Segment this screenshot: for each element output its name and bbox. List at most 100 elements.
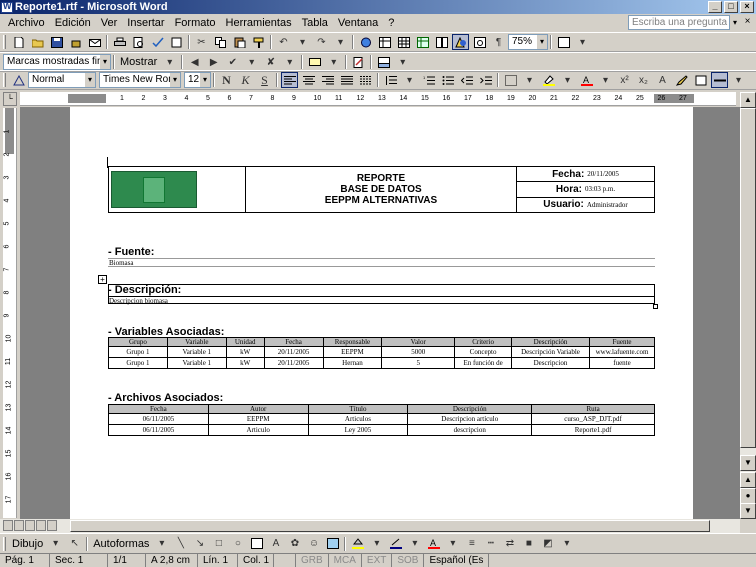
status-record-macro[interactable]: GRB <box>296 554 329 567</box>
distributed-icon[interactable] <box>357 72 374 88</box>
draw-menu-button[interactable]: Dibujo <box>12 537 44 550</box>
cut-icon[interactable]: ✂ <box>197 36 206 48</box>
redo-dropdown-icon[interactable]: ▾ <box>337 36 344 48</box>
formatting-options-icon[interactable]: ▾ <box>735 74 742 86</box>
toolbar-options-icon[interactable]: ▾ <box>579 36 586 48</box>
menu-ver[interactable]: Ver <box>100 17 118 29</box>
accept-change-icon[interactable]: ✔ <box>228 56 237 68</box>
oval-icon[interactable]: ○ <box>234 538 241 549</box>
accept-dropdown-icon[interactable]: ▾ <box>249 56 255 68</box>
italic-button[interactable]: K <box>241 72 250 87</box>
print-view-icon[interactable] <box>25 520 35 531</box>
status-extend[interactable]: EXT <box>362 554 393 567</box>
superscript-icon[interactable]: x² <box>620 74 629 86</box>
copy-icon[interactable] <box>212 34 229 50</box>
menu-ventana[interactable]: Ventana <box>337 17 379 29</box>
style-select[interactable]: Normal <box>28 72 96 88</box>
document-area[interactable]: REPORTE BASE DE DATOS EEPPM ALTERNATIVAS… <box>20 107 740 519</box>
3d-icon[interactable]: ◩ <box>543 538 553 549</box>
close-button[interactable]: × <box>740 1 754 13</box>
menu-edicion[interactable]: Edición <box>54 17 91 29</box>
font-color-icon[interactable]: A <box>578 72 595 88</box>
markup-display-select[interactable]: Marcas mostradas finales <box>3 54 111 70</box>
align-left-icon[interactable] <box>281 72 298 88</box>
rectangle-icon[interactable]: □ <box>215 538 222 549</box>
horizontal-scrollbar[interactable] <box>0 519 740 533</box>
language-icon[interactable] <box>692 72 709 88</box>
save-icon[interactable] <box>48 34 65 50</box>
menu-help[interactable]: ? <box>388 17 395 29</box>
menu-formato[interactable]: Formato <box>174 17 216 29</box>
print-preview-icon[interactable] <box>130 34 147 50</box>
line-spacing-dropdown-icon[interactable]: ▾ <box>406 74 413 86</box>
toolbar-grip[interactable] <box>3 73 6 87</box>
new-document-icon[interactable] <box>10 34 27 50</box>
decrease-indent-icon[interactable] <box>458 72 475 88</box>
maximize-button[interactable]: □ <box>724 1 738 13</box>
insert-table-icon[interactable] <box>395 34 412 50</box>
scroll-thumb[interactable] <box>740 108 756 448</box>
menu-herramientas[interactable]: Herramientas <box>225 17 292 29</box>
diagram-icon[interactable]: ✿ <box>290 538 300 549</box>
status-track-changes[interactable]: MCA <box>329 554 362 567</box>
help-icon[interactable] <box>555 34 572 50</box>
line-icon[interactable]: ╲ <box>177 538 184 549</box>
insert-comment-icon[interactable] <box>306 54 323 70</box>
minimize-button[interactable]: _ <box>708 1 722 13</box>
redo-icon[interactable]: ↷ <box>317 36 326 48</box>
toolbar-grip[interactable] <box>3 35 6 49</box>
text-box-icon[interactable] <box>248 536 265 552</box>
subscript-icon[interactable]: x₂ <box>639 74 648 86</box>
web-view-icon[interactable] <box>14 520 24 531</box>
font-smaller-icon[interactable]: A <box>659 74 666 86</box>
document-map-icon[interactable] <box>471 34 488 50</box>
horizontal-line-icon[interactable] <box>711 72 728 88</box>
status-language[interactable]: Español (Es <box>424 554 490 567</box>
table-move-handle-icon[interactable]: + <box>98 275 107 284</box>
scroll-down-icon[interactable]: ▼ <box>740 455 756 471</box>
table-resize-handle[interactable] <box>653 304 658 309</box>
ask-question-input[interactable]: Escriba una pregunta <box>628 15 730 30</box>
email-icon[interactable] <box>86 34 103 50</box>
highlight-dropdown-icon[interactable]: ▾ <box>564 74 571 86</box>
clipart-icon[interactable]: ☺ <box>308 538 320 549</box>
select-objects-icon[interactable]: ↖ <box>70 538 79 549</box>
highlight-icon[interactable] <box>540 72 557 88</box>
line-style-icon[interactable]: ≡ <box>469 538 475 549</box>
menu-insertar[interactable]: Insertar <box>127 17 165 29</box>
reject-dropdown-icon[interactable]: ▾ <box>287 56 293 68</box>
word-app-icon[interactable] <box>1 1 13 13</box>
paste-icon[interactable] <box>231 34 248 50</box>
numbering-icon[interactable]: 1 <box>420 72 437 88</box>
show-menu-button[interactable]: Mostrar <box>120 56 158 68</box>
font-size-select[interactable]: 12 <box>184 72 211 88</box>
menu-archivo[interactable]: Archivo <box>8 17 45 29</box>
previous-change-icon[interactable]: ◀ <box>190 56 199 68</box>
border-icon[interactable] <box>502 72 519 88</box>
font-select[interactable]: Times New Roman <box>99 72 181 88</box>
document-page[interactable]: REPORTE BASE DE DATOS EEPPM ALTERNATIVAS… <box>70 107 693 519</box>
picture-icon[interactable] <box>324 536 341 552</box>
text-color-icon[interactable]: A <box>425 536 442 552</box>
fill-color-icon[interactable] <box>349 536 366 552</box>
outline-view-icon[interactable] <box>36 520 46 531</box>
show-dropdown-icon[interactable]: ▾ <box>167 56 173 68</box>
shadow-icon[interactable]: ■ <box>525 538 532 549</box>
border-dropdown-icon[interactable]: ▾ <box>526 74 533 86</box>
draw-dropdown-icon[interactable]: ▾ <box>53 538 59 549</box>
drawing-icon[interactable] <box>452 34 469 50</box>
drawing-options-icon[interactable]: ▾ <box>564 538 570 549</box>
increase-indent-icon[interactable] <box>477 72 494 88</box>
next-change-icon[interactable]: ▶ <box>209 56 218 68</box>
styles-formatting-icon[interactable] <box>10 72 27 88</box>
arrow-style-icon[interactable]: ⇄ <box>505 538 515 549</box>
research-icon[interactable] <box>168 34 185 50</box>
open-folder-icon[interactable] <box>29 34 46 50</box>
scroll-up-icon[interactable]: ▲ <box>740 92 756 108</box>
vertical-scrollbar[interactable]: ▲ ▼ ▲ ● ▼ <box>740 92 756 519</box>
reviewing-options-icon[interactable]: ▾ <box>400 56 406 68</box>
reviewing-pane-icon[interactable] <box>375 54 392 70</box>
bullets-icon[interactable] <box>439 72 456 88</box>
